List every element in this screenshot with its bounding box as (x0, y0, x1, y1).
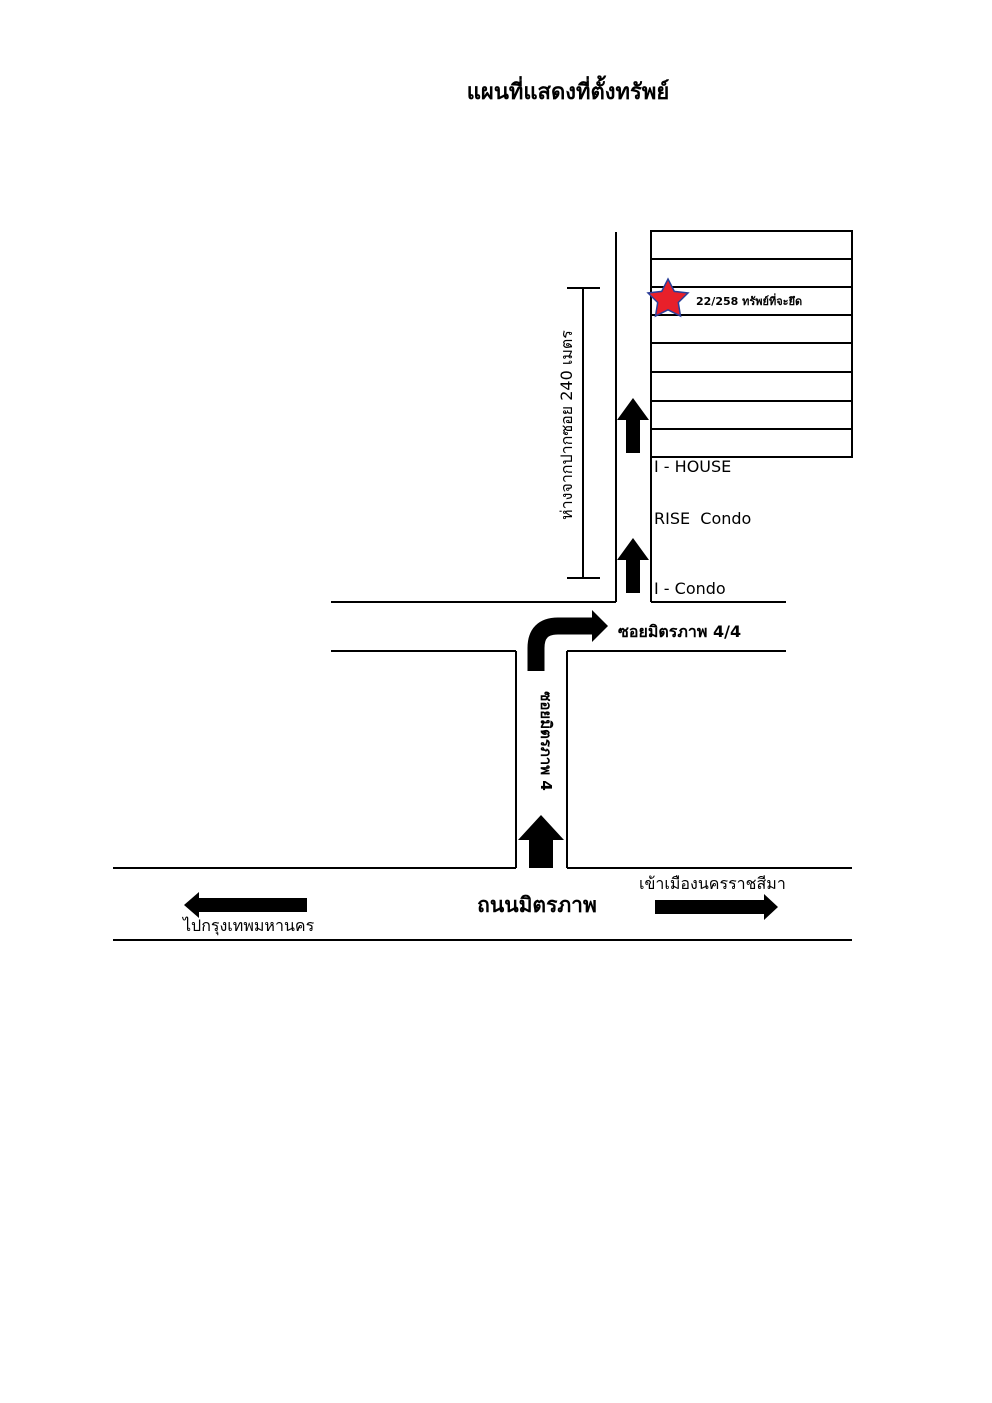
distance-label: ห่างจากปากซอย 240 เมตร (557, 330, 576, 520)
arrow-up-icon (617, 398, 649, 453)
main-road (113, 867, 852, 941)
distance-dimension (567, 287, 600, 579)
turn-right-arrow-icon (527, 610, 608, 671)
arrow-left-icon (184, 892, 307, 918)
main-road-label: ถนนมิตรภาพ (477, 893, 597, 917)
soi-4-road (515, 651, 568, 868)
soi-44-road (331, 601, 786, 652)
building-unit (650, 258, 853, 288)
soi-44-label: ซอยมิตรภาพ 4/4 (618, 622, 741, 641)
building-unit (650, 342, 853, 373)
landmark-i-condo: I - Condo (654, 579, 726, 598)
to-bangkok-label: ไปกรุงเทพมหานคร (181, 916, 315, 936)
building-unit (650, 371, 853, 402)
property-star-icon (646, 277, 690, 318)
building-unit (650, 314, 853, 344)
arrow-up-icon (518, 815, 564, 868)
page-title: แผนที่แสดงที่ตั้งทรัพย์ (466, 80, 670, 105)
to-city-label: เข้าเมืองนครราชสีมา (639, 874, 786, 893)
building-unit (650, 230, 853, 260)
building-unit (650, 400, 853, 430)
building-row (650, 230, 853, 458)
building-unit (650, 428, 853, 458)
arrow-up-icon (617, 538, 649, 593)
property-label: 22/258 ทรัพย์ที่จะยึด (696, 293, 802, 308)
landmark-rise-condo: RISE Condo (654, 509, 751, 528)
soi-4-label: ซอยมิตรภาพ 4 (537, 691, 555, 791)
arrow-right-icon (655, 894, 778, 920)
landmark-i-house: I - HOUSE (654, 457, 731, 476)
